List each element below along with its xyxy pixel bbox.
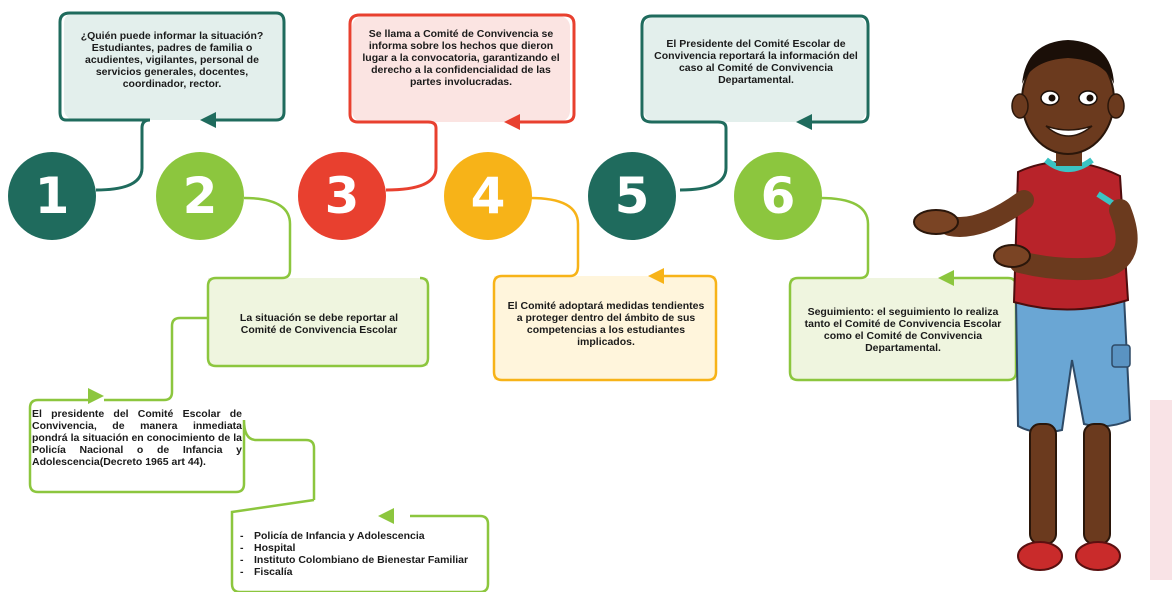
step-6-number: 6 bbox=[760, 167, 796, 225]
institutions-box-border bbox=[230, 498, 490, 592]
step-2-sub-description: El presidente del Comité Escolar de Conv… bbox=[32, 408, 242, 469]
institution-item: Policía de Infancia y Adolescencia bbox=[240, 530, 480, 542]
step-3-number: 3 bbox=[324, 167, 360, 225]
institutions-list-box: Policía de Infancia y Adolescencia Hospi… bbox=[240, 530, 480, 588]
step-1-question: ¿Quién puede informar la situación? bbox=[80, 30, 264, 42]
student-illustration bbox=[913, 40, 1138, 571]
step-5-circle: 5 bbox=[588, 152, 676, 240]
step-3-arrow bbox=[504, 114, 520, 130]
step-6-box-bg bbox=[790, 278, 1018, 380]
step-6-arrow bbox=[938, 270, 954, 286]
step-1-answer: Estudiantes, padres de familia o acudien… bbox=[85, 42, 259, 91]
step-6-circle: 6 bbox=[734, 152, 822, 240]
step-4-description: El Comité adoptará medidas tendientes a … bbox=[507, 300, 705, 349]
step-1-connector bbox=[58, 11, 286, 192]
step-4-text: El Comité adoptará medidas tendientes a … bbox=[504, 300, 708, 370]
step-3-description: Se llama a Comité de Convivencia se info… bbox=[362, 28, 560, 89]
step-5-text: El Presidente del Comité Escolar de Conv… bbox=[650, 38, 862, 108]
institution-item: Fiscalía bbox=[240, 566, 480, 578]
step-3-connector bbox=[348, 13, 576, 192]
step-2-sub-box-border bbox=[28, 398, 246, 494]
step-5-number: 5 bbox=[614, 167, 650, 225]
step-2-box-bg bbox=[208, 278, 428, 366]
step-2-sub-arrow bbox=[88, 388, 104, 404]
step-1-arrow bbox=[200, 112, 216, 128]
institutions-connector bbox=[242, 419, 316, 500]
step-2-sub-connector bbox=[104, 316, 208, 402]
step-2-description: La situación se debe reportar al Comité … bbox=[239, 312, 399, 337]
step-5-box-bg bbox=[644, 16, 866, 122]
step-3-circle: 3 bbox=[298, 152, 386, 240]
step-5-description: El Presidente del Comité Escolar de Conv… bbox=[654, 38, 858, 87]
step-6-text: Seguimiento: el seguimiento lo realiza t… bbox=[796, 306, 1010, 372]
decorative-edge bbox=[1150, 400, 1172, 580]
step-5-connector bbox=[640, 14, 870, 192]
step-3-box-bg bbox=[352, 16, 570, 122]
step-3-text: Se llama a Comité de Convivencia se info… bbox=[356, 28, 566, 108]
step-2-sub-text: El presidente del Comité Escolar de Conv… bbox=[32, 408, 242, 488]
institution-item: Hospital bbox=[240, 542, 480, 554]
step-2-circle: 2 bbox=[156, 152, 244, 240]
step-4-circle: 4 bbox=[444, 152, 532, 240]
step-4-connector bbox=[492, 196, 718, 382]
step-2-text: La situación se debe reportar al Comité … bbox=[226, 312, 412, 352]
step-4-number: 4 bbox=[470, 167, 506, 225]
step-4-arrow bbox=[648, 268, 664, 284]
institution-item: Instituto Colombiano de Bienestar Famili… bbox=[240, 554, 480, 566]
step-5-arrow bbox=[796, 114, 812, 130]
step-1-text: ¿Quién puede informar la situación? Estu… bbox=[68, 30, 276, 110]
step-6-description: Seguimiento: el seguimiento lo realiza t… bbox=[804, 306, 1002, 355]
step-1-number: 1 bbox=[34, 167, 70, 225]
step-1-box-bg bbox=[64, 12, 284, 120]
step-4-box-bg bbox=[494, 276, 716, 380]
step-2-connector bbox=[206, 196, 430, 368]
step-1-circle: 1 bbox=[8, 152, 96, 240]
institutions-list: Policía de Infancia y Adolescencia Hospi… bbox=[240, 530, 480, 578]
step-2-number: 2 bbox=[182, 167, 218, 225]
institutions-arrow bbox=[378, 508, 394, 524]
